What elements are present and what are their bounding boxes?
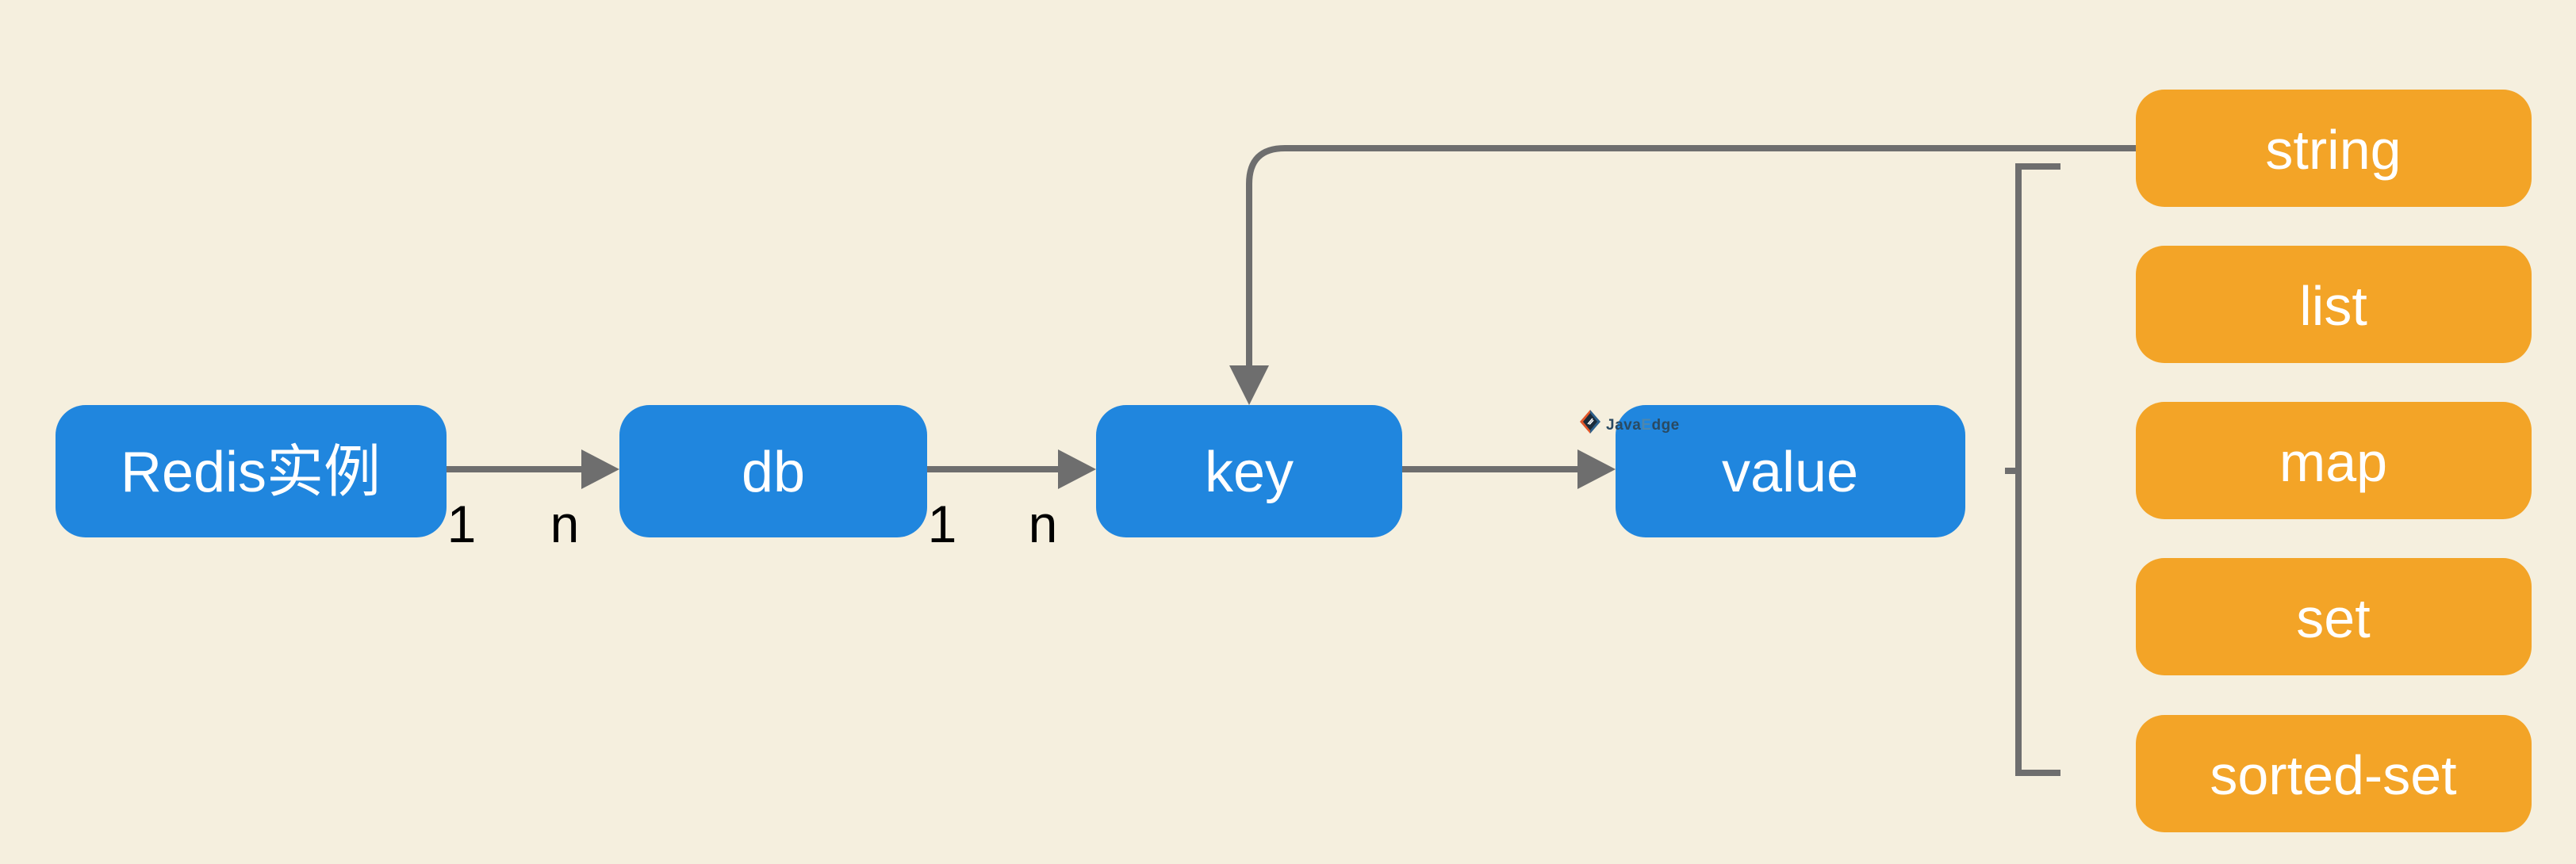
node-key: key <box>1096 405 1402 537</box>
watermark: JavaEdge <box>1580 410 1680 434</box>
label-db-key-target: n <box>1029 495 1058 553</box>
arrowhead-db-key <box>1058 449 1096 489</box>
edge-layer <box>447 145 2136 776</box>
node-value: value <box>1616 405 1965 537</box>
node-list: list <box>2136 246 2532 363</box>
node-set-label: set <box>2296 587 2370 649</box>
node-redis: Redis实例 <box>56 405 447 537</box>
node-sorted-set: sorted-set <box>2136 715 2532 832</box>
label-db-key-source: 1 <box>928 495 957 553</box>
arrowhead-key-value <box>1577 449 1616 489</box>
node-db: db <box>619 405 927 537</box>
watermark-text-e: E <box>1641 417 1651 434</box>
node-string-label: string <box>2265 119 2401 181</box>
node-key-label: key <box>1205 441 1294 504</box>
bracket-value-types <box>2005 163 2060 776</box>
javaedge-logo-icon <box>1580 410 1600 434</box>
node-set: set <box>2136 558 2532 675</box>
node-db-label: db <box>742 441 805 504</box>
node-sorted-set-label: sorted-set <box>2210 744 2456 806</box>
node-map-box <box>2136 402 2532 519</box>
edge-string-key <box>1246 145 2136 367</box>
label-redis-db-source: 1 <box>447 495 477 553</box>
node-map: map <box>2136 402 2532 519</box>
node-sorted-set-box <box>2136 715 2532 832</box>
node-string: string <box>2136 90 2532 207</box>
node-list-label: list <box>2299 275 2367 337</box>
node-redis-label: Redis实例 <box>121 441 381 504</box>
label-redis-db-target: n <box>550 495 580 553</box>
node-redis-box <box>56 405 447 537</box>
node-key-box <box>1096 405 1402 537</box>
node-list-box <box>2136 246 2532 363</box>
node-map-label: map <box>2279 431 2387 493</box>
edge-label-layer: 1 n 1 n <box>447 495 1058 553</box>
arrowhead-redis-db <box>581 449 619 489</box>
watermark-text-java: Java <box>1606 417 1641 434</box>
arrowhead-string-key <box>1229 365 1269 405</box>
node-value-label: value <box>1722 441 1858 504</box>
node-value-box <box>1616 405 1965 537</box>
watermark-text: JavaEdge <box>1606 417 1680 434</box>
logo-center-mark <box>1587 418 1594 426</box>
node-set-box <box>2136 558 2532 675</box>
node-string-box <box>2136 90 2532 207</box>
node-db-box <box>619 405 927 537</box>
watermark-text-dge: dge <box>1651 417 1679 434</box>
